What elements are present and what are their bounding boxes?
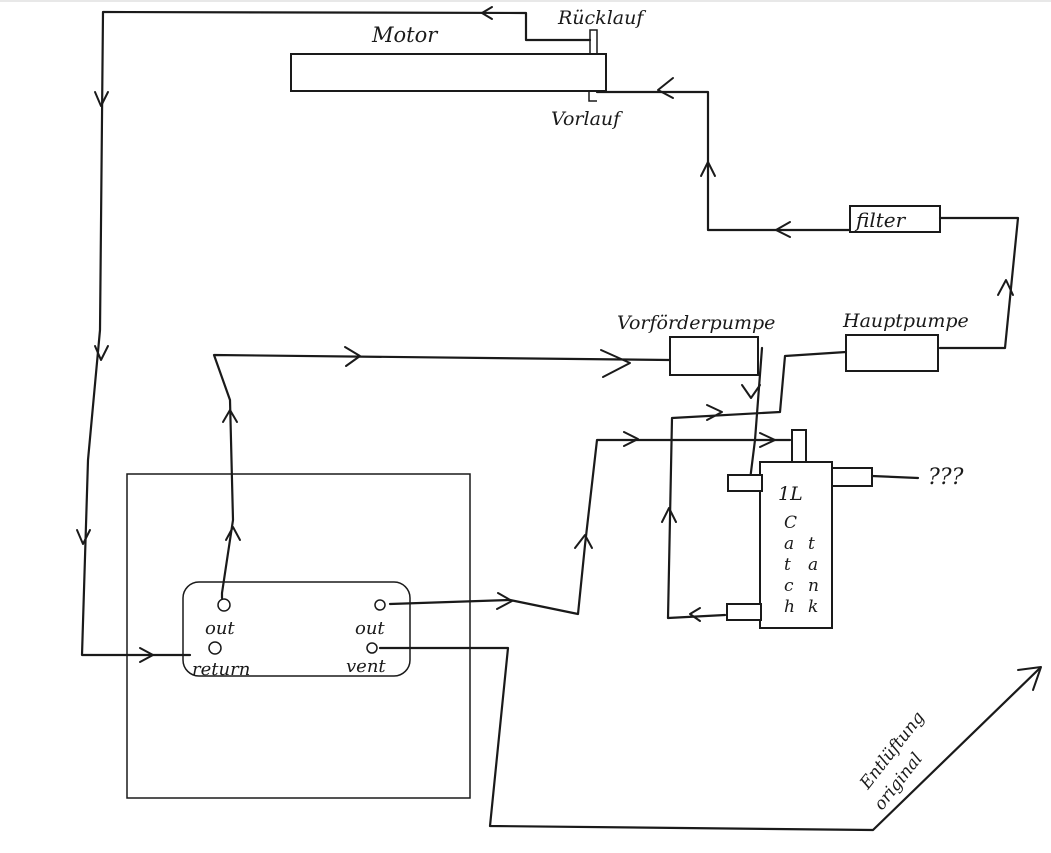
catchtank-bottom-arrow	[689, 607, 701, 622]
return-arrow-4	[139, 647, 154, 663]
tank-return-label: return	[192, 659, 250, 680]
ruecklauf-port	[589, 29, 598, 54]
tank-out-to-vorfoerderpumpe-line	[212, 353, 672, 600]
ruecklauf-label: Rücklauf	[557, 7, 646, 29]
tank-out-right-label: out	[355, 618, 385, 639]
hauptpumpe-feed-arrow	[706, 404, 723, 421]
vent-arrow	[1017, 666, 1042, 691]
filter-to-motor-line	[595, 90, 852, 232]
catch-tank-c2: c	[784, 576, 794, 596]
catch-tank-a2: a	[808, 555, 818, 575]
tank-vent-port	[366, 642, 378, 654]
vent-original-label-group: Entlüftung original	[856, 708, 929, 814]
return-arrow-3	[76, 529, 91, 545]
hauptpumpe-label: Hauptpumpe	[842, 310, 969, 332]
catch-tank-h: h	[784, 597, 795, 617]
catch-tank-a: a	[784, 534, 794, 554]
tank-return-port	[208, 641, 222, 655]
catch-tank-c: C	[784, 513, 797, 533]
vorlauf-port	[588, 91, 597, 102]
catchtank-to-hauptpumpe-line	[666, 350, 848, 620]
motor-label: Motor	[371, 23, 439, 47]
catch-tank-bottom-port	[726, 603, 762, 621]
catch-tank-t: t	[784, 555, 791, 575]
fuel-tank-frame	[126, 473, 471, 799]
unknown-label: ???	[928, 465, 964, 490]
vorlauf-arrow	[657, 77, 674, 99]
tank-out-right-arrow-3	[623, 431, 639, 447]
motor-block	[290, 53, 607, 92]
return-arrow-2	[94, 345, 109, 361]
vorfoerderpumpe-label: Vorförderpumpe	[617, 312, 775, 334]
tank-out-right-arrow-4	[759, 432, 776, 448]
tank-vent-label: vent	[346, 656, 386, 677]
tank-out-arrow-2	[222, 409, 238, 423]
vorfoerderpumpe-block	[669, 336, 759, 376]
return-line	[80, 10, 592, 657]
tank-out-arrow-1	[225, 526, 241, 541]
unknown-line	[870, 474, 920, 480]
tank-out-right-port	[374, 599, 386, 611]
filter-label: filter	[854, 208, 907, 232]
vorlauf-label: Vorlauf	[551, 108, 623, 130]
tank-out-left-port	[217, 598, 231, 612]
tank-out-right-to-catchtank-line	[388, 438, 792, 616]
catch-tank-t2: t	[808, 534, 815, 554]
catchtank-loop-arrow	[661, 507, 677, 523]
catch-tank-top-port	[791, 429, 807, 463]
catch-tank-k: k	[808, 597, 818, 617]
tank-out-right-arrow-2	[574, 534, 593, 549]
return-arrow-1	[94, 91, 109, 107]
catch-tank-block	[759, 461, 833, 629]
hauptpumpe-block	[845, 334, 939, 372]
tank-out-arrow-3	[344, 346, 361, 367]
catch-tank-right-port	[831, 467, 873, 487]
supply-up-arrow	[700, 161, 716, 177]
vent-line	[378, 646, 1042, 832]
tank-out-left-label: out	[205, 618, 235, 639]
catch-tank-1l: 1L	[778, 483, 803, 505]
catch-tank-left-port	[727, 474, 763, 492]
filter-block	[849, 205, 941, 233]
tank-fitting-panel	[182, 581, 411, 677]
pump-to-filter-line	[938, 216, 1020, 350]
tank-out-right-arrow-1	[496, 592, 513, 610]
tank-out-arrow-4	[600, 349, 631, 378]
filter-out-arrow	[775, 221, 791, 238]
return-arrow-top	[481, 6, 493, 20]
catchtank-bottom-line	[666, 613, 727, 620]
catch-tank-n: n	[808, 576, 819, 596]
vorfoerderpumpe-down-arrow	[741, 384, 761, 399]
pump-up-arrow	[997, 279, 1014, 296]
